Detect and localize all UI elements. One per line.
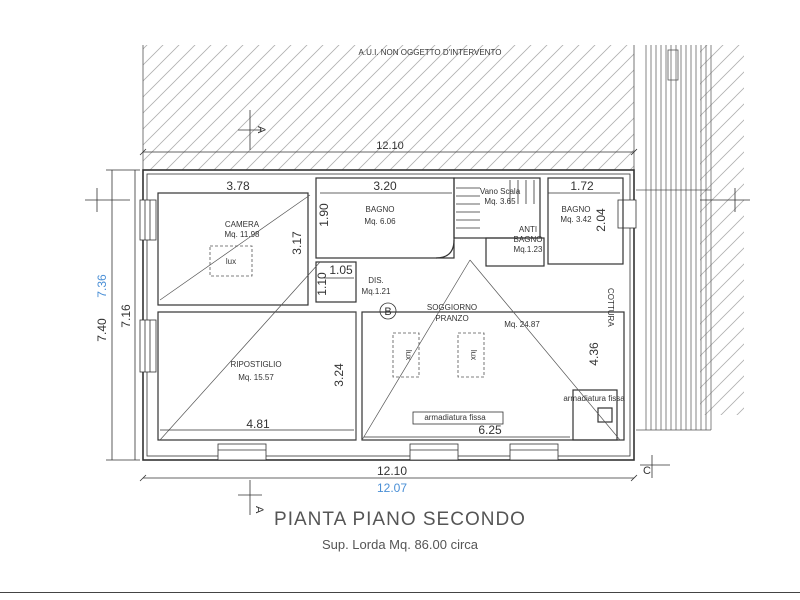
section-mark-a-bottom-label: A bbox=[253, 506, 265, 514]
dim-left-lines bbox=[106, 169, 140, 461]
dim-soggiorno-width: 6.25 bbox=[478, 423, 502, 437]
dim-bottom-alt: 12.07 bbox=[377, 481, 407, 495]
marker-b-label: B bbox=[384, 306, 391, 318]
lux-label-camera: lux bbox=[226, 257, 236, 266]
dim-bagno-width: 3.20 bbox=[373, 179, 397, 193]
plan-subtitle: Sup. Lorda Mq. 86.00 circa bbox=[321, 537, 479, 552]
lux-label-soggiorno-1: lux bbox=[404, 350, 413, 360]
stairs bbox=[456, 180, 535, 229]
dim-camera-width: 3.78 bbox=[226, 179, 250, 193]
section-mark-a-bottom bbox=[238, 480, 262, 515]
dim-bagno2-depth: 2.04 bbox=[594, 208, 608, 232]
dim-left-outer: 7.40 bbox=[95, 318, 109, 342]
dim-camera-depth: 3.17 bbox=[290, 231, 304, 255]
dim-ripostiglio-width: 4.81 bbox=[246, 417, 270, 431]
section-mark-c-bottom bbox=[640, 455, 670, 478]
hatched-area-right bbox=[700, 45, 744, 415]
room-soggiorno-name1: SOGGIORNO bbox=[427, 303, 477, 312]
dim-top-overall bbox=[139, 148, 638, 156]
exterior-walls bbox=[142, 169, 635, 461]
room-bagno-area: Mq. 6.06 bbox=[364, 217, 396, 226]
dim-ripostiglio-depth: 3.24 bbox=[332, 363, 346, 387]
room-soggiorno-area: Mq. 24.87 bbox=[504, 320, 540, 329]
lux-boxes bbox=[209, 245, 485, 378]
dim-left-inner: 7.16 bbox=[119, 304, 133, 328]
dim-dis-depth: 1.10 bbox=[315, 272, 329, 296]
room-camera-area: Mq. 11.98 bbox=[225, 230, 261, 239]
section-mark-a-top-label: A bbox=[255, 126, 267, 134]
room-bagno2-name: BAGNO bbox=[562, 205, 591, 214]
plan-title: PIANTA PIANO SECONDO bbox=[274, 509, 526, 530]
section-mark-left bbox=[85, 188, 130, 212]
top-area-label: A.U.I. NON OGGETTO D'INTERVENTO bbox=[359, 48, 502, 57]
diagonal-lines bbox=[159, 194, 621, 441]
bottom-rule bbox=[0, 592, 800, 593]
dim-bottom-lines bbox=[139, 474, 638, 482]
dim-bagno2-width: 1.72 bbox=[570, 179, 594, 193]
cottura-label: COTTURA bbox=[606, 288, 615, 327]
marker-b bbox=[379, 302, 397, 320]
room-bagno-name: BAGNO bbox=[366, 205, 395, 214]
lux-label-soggiorno-2: lux bbox=[469, 350, 478, 360]
dim-top-overall-label: 12.10 bbox=[376, 140, 404, 152]
section-mark-a-top bbox=[238, 110, 262, 150]
room-ripostiglio-area: Mq. 15.57 bbox=[238, 373, 274, 382]
room-soggiorno-name2: PRANZO bbox=[435, 314, 468, 323]
room-dis-area: Mq.1.21 bbox=[362, 287, 391, 296]
section-mark-c-bottom-label: C bbox=[643, 465, 651, 477]
hatched-area-top bbox=[143, 45, 634, 170]
room-antibagno-area: Mq.1.23 bbox=[514, 245, 543, 254]
armadiatura-label-1: armadiatura fissa bbox=[424, 413, 486, 422]
room-vano-scala-area: Mq. 3.65 bbox=[484, 197, 516, 206]
roof-stripes bbox=[645, 45, 712, 430]
dim-bottom-overall: 12.10 bbox=[377, 464, 407, 478]
room-antibagno-name1: ANTI bbox=[519, 225, 537, 234]
armadiatura-label-2: armadiatura fissa bbox=[563, 394, 625, 403]
room-vano-scala-name: Vano Scala bbox=[480, 187, 521, 196]
dim-left-outer-alt: 7.36 bbox=[95, 274, 109, 298]
dim-lines bbox=[160, 192, 620, 438]
room-antibagno-name2: BAGNO bbox=[514, 235, 543, 244]
room-ripostiglio-name: RIPOSTIGLIO bbox=[230, 360, 281, 369]
section-mark-c-right bbox=[700, 188, 750, 212]
room-dis-name: DIS. bbox=[368, 276, 384, 285]
room-camera-name: CAMERA bbox=[225, 220, 260, 229]
dim-soggiorno-depth: 4.36 bbox=[587, 342, 601, 366]
dim-dis-width: 1.05 bbox=[329, 263, 353, 277]
dim-bagno-depth: 1.90 bbox=[317, 203, 331, 227]
room-bagno2-area: Mq. 3.42 bbox=[560, 215, 592, 224]
windows bbox=[139, 199, 637, 461]
